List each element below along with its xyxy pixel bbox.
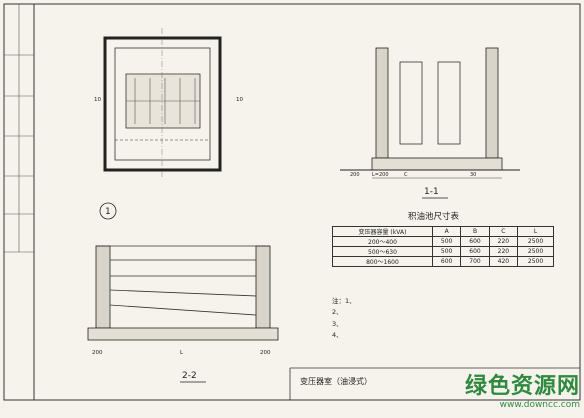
notes-block: 注：1、 2、 3、 4、 (332, 296, 554, 341)
section-1-1: L=200 200 C 30 1-1 (340, 47, 520, 199)
oil-table-header: B (460, 226, 490, 237)
watermark: 绿色资源网 www.downcc.com (465, 368, 580, 410)
table-cell: 800～1600 (332, 256, 433, 267)
oil-table-header-row: 变压器容量 (kVA) A B C L (332, 226, 554, 237)
oil-table-header: L (517, 226, 554, 237)
s22-label-2: 200 (92, 350, 103, 356)
table-cell: 500～630 (332, 246, 433, 257)
left-strip-cells (4, 4, 34, 253)
table-cell: 700 (460, 256, 490, 267)
s22-label-3: 200 (260, 350, 271, 356)
table-cell: 420 (488, 256, 519, 267)
table-row: 500～630 500 600 220 2500 (332, 246, 554, 257)
table-cell: 600 (460, 246, 490, 257)
note-line: 3、 (332, 319, 343, 328)
plan-label-1: 10 (236, 97, 243, 103)
table-cell: 2500 (517, 256, 554, 267)
plan-view: 1 10 10 (94, 28, 243, 220)
table-row: 800～1600 600 700 420 2500 (332, 256, 554, 267)
table-cell: 600 (460, 236, 490, 247)
section-1-1-caption: 1-1 (424, 187, 439, 197)
table-cell: 2500 (517, 236, 554, 247)
watermark-url: www.downcc.com (499, 400, 580, 410)
section-2-2-caption: 2-2 (182, 371, 197, 381)
table-cell: 2500 (517, 246, 554, 257)
section-2-2: L 200 200 2-2 (87, 245, 279, 383)
oil-table-header: A (431, 226, 462, 237)
oil-table-header: C (488, 226, 519, 237)
note-line: 注：1、 (332, 297, 356, 305)
s11-label-4: 30 (470, 172, 476, 178)
sheet-border (3, 3, 581, 401)
watermark-main: 绿色资源网 (464, 374, 580, 399)
plan-label-2: 10 (94, 97, 101, 103)
sheet-title: 变压器室（油浸式） (300, 376, 372, 386)
table-cell: 200～400 (332, 236, 433, 247)
table-cell: 500 (431, 236, 462, 247)
table-cell: 220 (488, 246, 519, 257)
table-cell: 500 (431, 246, 462, 257)
plan-number-circle (99, 202, 117, 220)
table-row: 200～400 500 600 220 2500 (332, 236, 554, 247)
note-line: 2、 (332, 308, 343, 317)
oil-table-header: 变压器容量 (kVA) (332, 226, 433, 237)
s11-label-2: 200 (350, 172, 360, 178)
oil-table-title: 积油池尺寸表 (408, 211, 460, 222)
table-cell: 220 (488, 236, 519, 247)
s22-label-1: L (180, 350, 184, 356)
table-cell: 600 (431, 256, 462, 267)
plan-number: 1 (105, 207, 111, 217)
note-line: 4、 (332, 330, 343, 339)
s11-label-3: C (404, 172, 408, 178)
s11-label-1: L=200 (372, 172, 389, 178)
oil-pit-table: 变压器容量 (kVA) A B C L 200～400 500 600 220 … (332, 226, 554, 267)
